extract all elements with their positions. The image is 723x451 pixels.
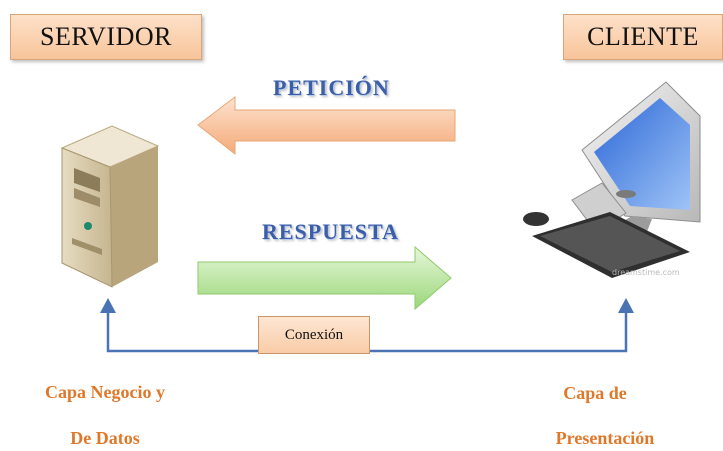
server-title: SERVIDOR (10, 14, 202, 60)
client-caption-line-2: Presentación (555, 428, 655, 448)
server-caption-line-1: Capa Negocio y (45, 382, 165, 402)
client-caption-line-1: Capa de (563, 383, 627, 403)
connection-arrowhead-left (100, 298, 116, 313)
client-title: CLIENTE (563, 14, 723, 60)
server-tower-icon (60, 125, 160, 288)
request-arrow (197, 95, 456, 156)
response-label: RESPUESTA (262, 219, 399, 244)
response-arrow (197, 245, 452, 311)
watermark: dreamstime.com (612, 268, 680, 277)
request-label: PETICIÓN (273, 75, 390, 100)
connection-arrowhead-right (618, 298, 634, 313)
server-caption-line-2: De Datos (70, 428, 140, 448)
desktop-computer-icon (523, 81, 701, 278)
connection-label: Conexión (258, 316, 370, 354)
